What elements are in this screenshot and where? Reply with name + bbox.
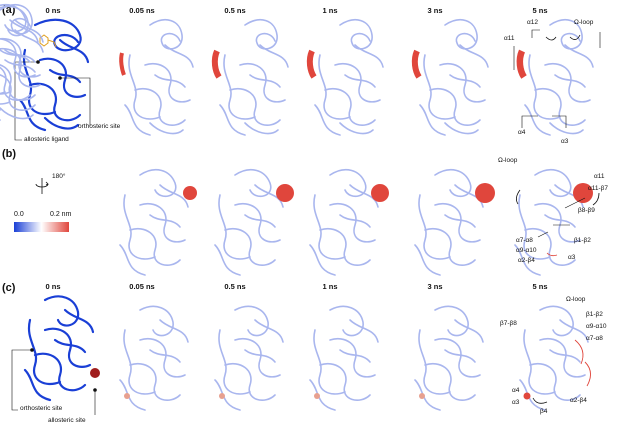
structure-a-1ns bbox=[306, 18, 384, 136]
time-a-0: 0 ns bbox=[45, 6, 61, 15]
label-scale-min: 0.0 bbox=[14, 211, 24, 218]
allosteric-ligand-a bbox=[39, 34, 57, 48]
leader-orthosteric-c bbox=[11, 349, 32, 411]
label-a9a10-c: α9-α10 bbox=[586, 323, 607, 330]
time-c-0: 0 ns bbox=[45, 282, 61, 291]
time-c-5: 5 ns bbox=[532, 282, 548, 291]
leader-a7a8 bbox=[537, 231, 549, 238]
structure-b-5ns bbox=[514, 168, 600, 276]
structure-b-3ns bbox=[414, 168, 495, 276]
label-a3-b: α3 bbox=[568, 254, 576, 261]
structure-c-0.5ns bbox=[214, 305, 284, 411]
structure-c-1ns bbox=[309, 305, 379, 411]
structure-b-1ns bbox=[309, 168, 389, 276]
label-a7a8-c: α7-α8 bbox=[586, 335, 603, 342]
label-orthosteric-a: orthosteric site bbox=[78, 123, 121, 130]
time-c-2: 0.5 ns bbox=[224, 282, 246, 291]
allosteric-site-blob bbox=[90, 368, 100, 378]
structure-a-5ns bbox=[516, 18, 594, 136]
structure-c-0ns bbox=[23, 295, 95, 402]
structure-b-0.5ns bbox=[214, 168, 294, 276]
color-scale-bar bbox=[14, 222, 69, 232]
label-rotation: 180° bbox=[52, 173, 66, 180]
label-b1b2: β1-β2 bbox=[574, 237, 591, 244]
leader-b8b9 bbox=[564, 197, 586, 209]
structure-c-3ns bbox=[414, 305, 484, 411]
label-omega-c: Ω-loop bbox=[566, 296, 586, 303]
label-a7a8: α7-α8 bbox=[516, 237, 533, 244]
time-a-5: 5 ns bbox=[532, 6, 548, 15]
leader-a12 bbox=[531, 29, 540, 38]
time-c-1: 0.05 ns bbox=[129, 282, 155, 291]
label-a9a10: α9-α10 bbox=[516, 247, 537, 254]
label-scale-max: 0.2 nm bbox=[50, 211, 72, 218]
time-c-4: 3 ns bbox=[427, 282, 443, 291]
leader-orthosteric-a bbox=[60, 77, 91, 126]
label-a12: α12 bbox=[527, 19, 538, 26]
label-a2b4: α2-β4 bbox=[518, 257, 535, 264]
label-a2b4-c: α2-β4 bbox=[570, 397, 587, 404]
label-b8b9: β8-β9 bbox=[578, 207, 595, 214]
leader-allosteric-ligand bbox=[14, 61, 38, 141]
label-omega-a: Ω-loop bbox=[574, 19, 594, 26]
rotation-icon bbox=[35, 178, 49, 194]
label-b1b2-c: β1-β2 bbox=[586, 311, 603, 318]
panel-label-b: (b) bbox=[2, 148, 17, 160]
structure-c-template bbox=[0, 5, 44, 111]
structure-a-3ns bbox=[411, 18, 489, 136]
structure-c-5ns bbox=[519, 305, 591, 411]
label-a4: α4 bbox=[518, 129, 526, 136]
panel-label-c: (c) bbox=[2, 282, 16, 294]
label-omega-b: Ω-loop bbox=[498, 157, 518, 164]
time-a-1: 0.05 ns bbox=[129, 6, 155, 15]
time-c-3: 1 ns bbox=[322, 282, 338, 291]
label-a3: α3 bbox=[561, 138, 569, 145]
time-a-4: 3 ns bbox=[427, 6, 443, 15]
time-a-2: 0.5 ns bbox=[224, 6, 246, 15]
label-orthosteric-c: orthosteric site bbox=[20, 405, 63, 412]
label-b4-c: β4 bbox=[540, 408, 548, 415]
label-a11: α11 bbox=[504, 35, 515, 42]
label-b7b8: β7-β8 bbox=[500, 320, 517, 327]
label-a3-c: α3 bbox=[512, 399, 520, 406]
label-a4-c: α4 bbox=[512, 387, 520, 394]
label-a11-b: α11 bbox=[594, 173, 605, 180]
label-allosteric-ligand: allosteric ligand bbox=[24, 136, 69, 143]
label-allosteric-site: allosteric site bbox=[48, 417, 86, 424]
time-a-3: 1 ns bbox=[322, 6, 338, 15]
structure-a-template bbox=[0, 4, 44, 121]
label-a11b7: α11-β7 bbox=[588, 185, 609, 192]
leader-a3 bbox=[552, 115, 567, 128]
structure-c-0.05ns bbox=[119, 305, 189, 411]
structure-a-0.5ns bbox=[211, 18, 289, 136]
structure-b-0.05ns bbox=[119, 168, 197, 276]
leader-a4 bbox=[521, 115, 538, 128]
structure-a-0ns bbox=[18, 18, 90, 132]
structure-a-0.05ns bbox=[119, 18, 194, 136]
